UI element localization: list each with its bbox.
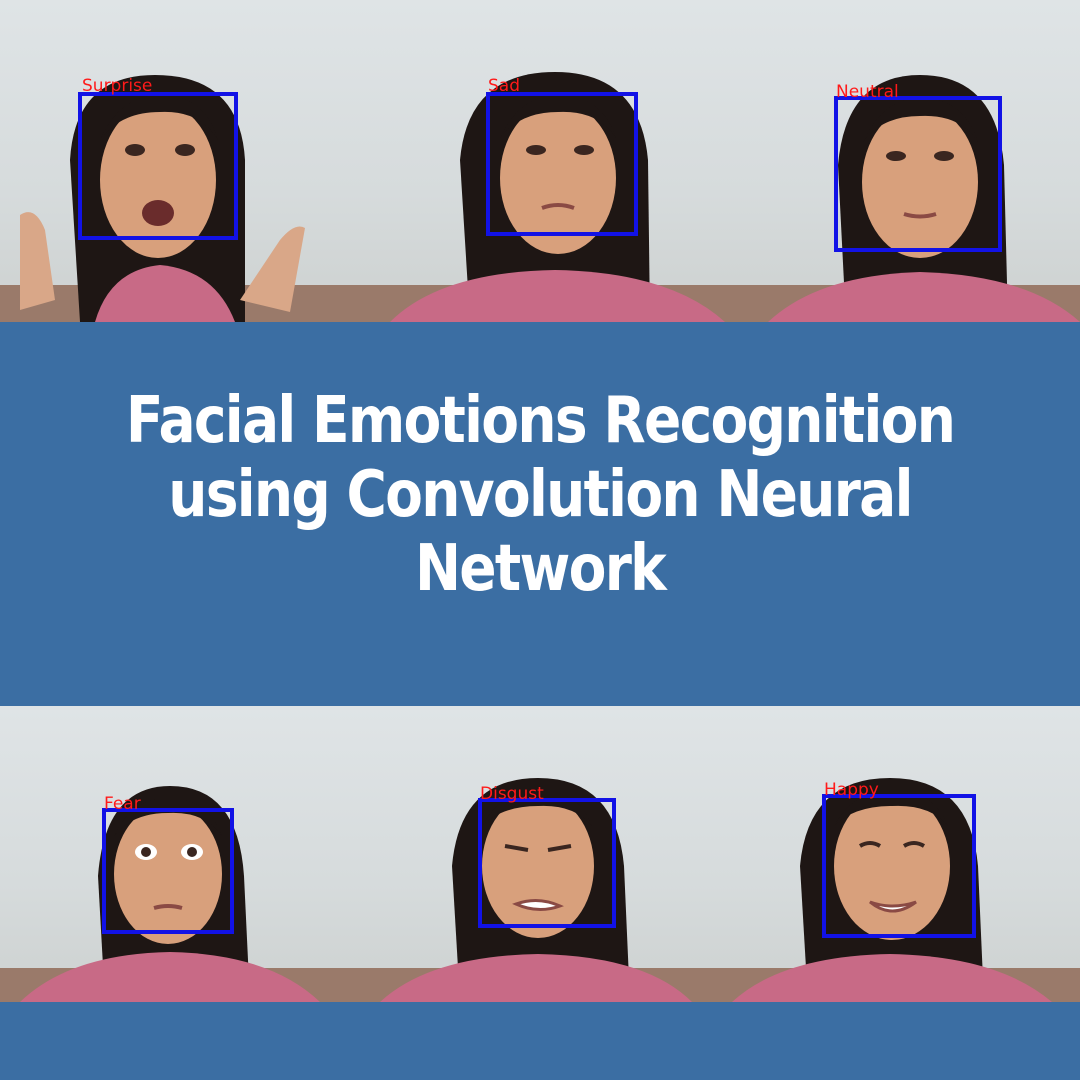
person-image bbox=[330, 72, 768, 322]
emotion-label: Disgust bbox=[480, 784, 544, 804]
title-line-1: Facial Emotions Recognition bbox=[125, 384, 956, 458]
photo-disgust: Disgust bbox=[340, 706, 712, 1002]
emotion-label: Neutral bbox=[836, 82, 899, 102]
title-line-2: using Convolution Neural Network bbox=[168, 458, 913, 606]
emotion-label: Fear bbox=[104, 794, 141, 814]
emotion-label: Sad bbox=[488, 76, 520, 96]
person-image bbox=[0, 786, 340, 1002]
photo-fear: Fear bbox=[0, 706, 340, 1002]
person-image bbox=[712, 778, 1080, 1002]
photo-sad: Sad bbox=[330, 0, 768, 322]
face-bounding-box bbox=[102, 808, 234, 934]
face-bounding-box bbox=[78, 92, 238, 240]
bottom-photo-row: Fear Disgust Happy bbox=[0, 706, 1080, 1002]
person-image bbox=[340, 778, 712, 1002]
face-bounding-box bbox=[478, 798, 616, 928]
footer-band bbox=[0, 1002, 1080, 1080]
emotion-label: Surprise bbox=[82, 76, 153, 96]
person-image bbox=[768, 75, 1080, 322]
face-bounding-box bbox=[486, 92, 638, 236]
page-title: Facial Emotions Recognition using Convol… bbox=[76, 384, 1005, 606]
face-bounding-box bbox=[822, 794, 976, 938]
photo-happy: Happy bbox=[712, 706, 1080, 1002]
photo-surprise: Surprise bbox=[0, 0, 330, 322]
emotion-label: Happy bbox=[824, 780, 879, 800]
person-image bbox=[0, 75, 330, 322]
face-bounding-box bbox=[834, 96, 1002, 252]
title-banner: Facial Emotions Recognition using Convol… bbox=[0, 322, 1080, 706]
photo-neutral: Neutral bbox=[768, 0, 1080, 322]
top-photo-row: Surprise Sad Neutral bbox=[0, 0, 1080, 322]
